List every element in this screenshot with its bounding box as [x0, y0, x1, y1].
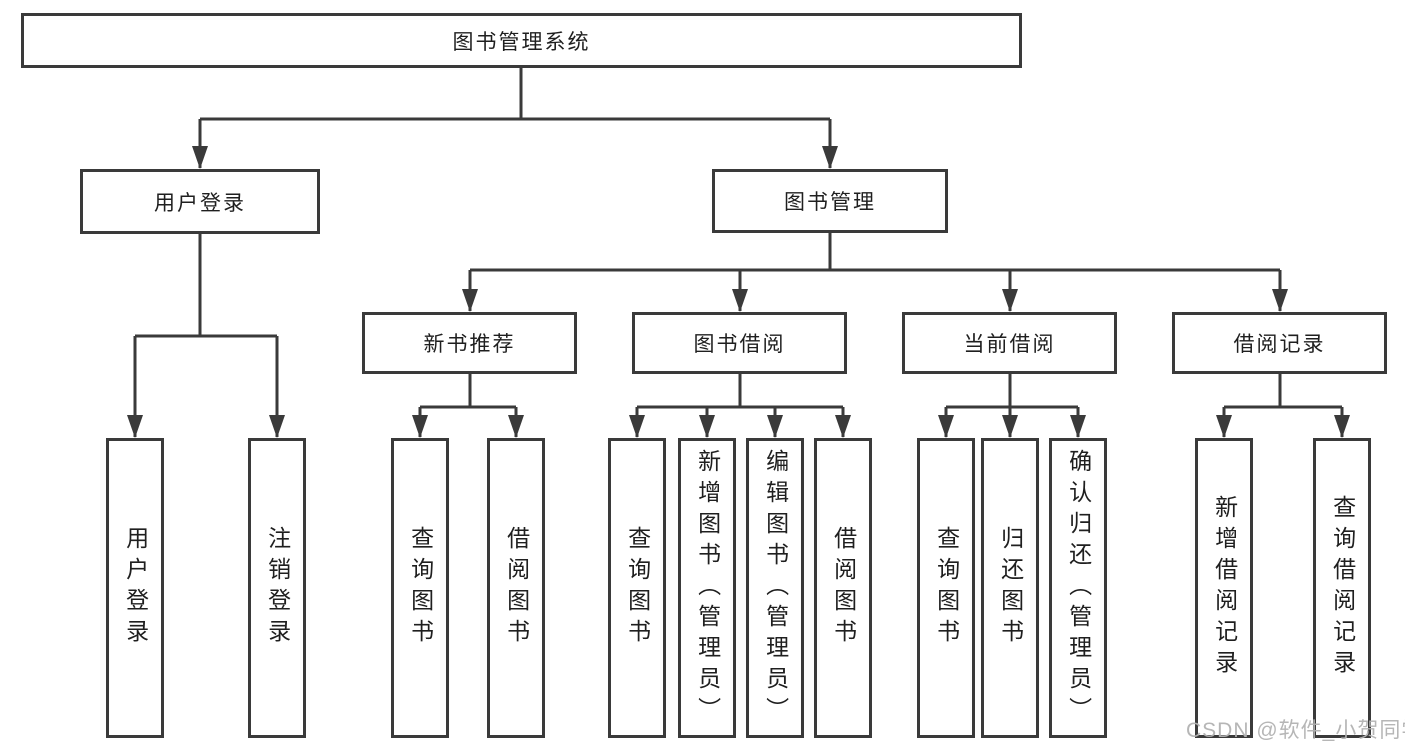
node-label: 查询图书 — [933, 526, 960, 650]
node-label: 注销登录 — [264, 526, 291, 650]
leaf-borrowing-borrow-book: 借阅图书 — [814, 438, 872, 738]
leaf-current-return-book: 归还图书 — [981, 438, 1039, 738]
node-borrowing-records: 借阅记录 — [1172, 312, 1387, 374]
node-label: 图书管理 — [784, 191, 876, 214]
node-label: 借阅图书 — [503, 526, 530, 650]
node-label: 确认归还（管理员） — [1065, 448, 1092, 728]
leaf-borrowing-add-book-admin: 新增图书（管理员） — [678, 438, 736, 738]
node-label: 新增图书（管理员） — [694, 448, 721, 728]
node-label: 借阅记录 — [1233, 333, 1326, 356]
arrowheads — [127, 146, 1350, 438]
leaf-current-query-book: 查询图书 — [917, 438, 975, 738]
node-label: 当前借阅 — [963, 333, 1056, 356]
leaf-recommend-query-book: 查询图书 — [391, 438, 449, 738]
node-root-library-management-system: 图书管理系统 — [21, 13, 1022, 68]
node-label: 查询图书 — [407, 526, 434, 650]
node-book-borrowing: 图书借阅 — [632, 312, 847, 374]
node-label: 归还图书 — [997, 526, 1024, 650]
leaf-logout: 注销登录 — [248, 438, 306, 738]
node-label: 编辑图书（管理员） — [762, 448, 789, 728]
node-user-login: 用户登录 — [80, 169, 320, 234]
leaf-recommend-borrow-book: 借阅图书 — [487, 438, 545, 738]
leaf-records-query-borrow-record: 查询借阅记录 — [1313, 438, 1371, 738]
node-label: 查询图书 — [624, 526, 651, 650]
node-label: 图书管理系统 — [452, 30, 591, 54]
node-label: 查询借阅记录 — [1329, 495, 1356, 681]
node-label: 用户登录 — [154, 191, 246, 215]
leaf-borrowing-query-book: 查询图书 — [608, 438, 666, 738]
node-book-management: 图书管理 — [712, 169, 948, 233]
node-label: 图书借阅 — [693, 333, 786, 356]
csdn-watermark: CSDN @软件_小贺同学 — [1186, 719, 1405, 742]
node-label: 用户登录 — [122, 526, 149, 650]
leaf-user-login: 用户登录 — [106, 438, 164, 738]
node-new-book-recommendation: 新书推荐 — [362, 312, 577, 374]
node-label: 借阅图书 — [830, 526, 857, 650]
leaf-borrowing-edit-book-admin: 编辑图书（管理员） — [746, 438, 804, 738]
leaf-records-add-borrow-record: 新增借阅记录 — [1195, 438, 1253, 738]
node-current-borrowing: 当前借阅 — [902, 312, 1117, 374]
leaf-current-confirm-return-admin: 确认归还（管理员） — [1049, 438, 1107, 738]
node-label: 新书推荐 — [423, 333, 516, 356]
node-label: 新增借阅记录 — [1211, 495, 1238, 681]
